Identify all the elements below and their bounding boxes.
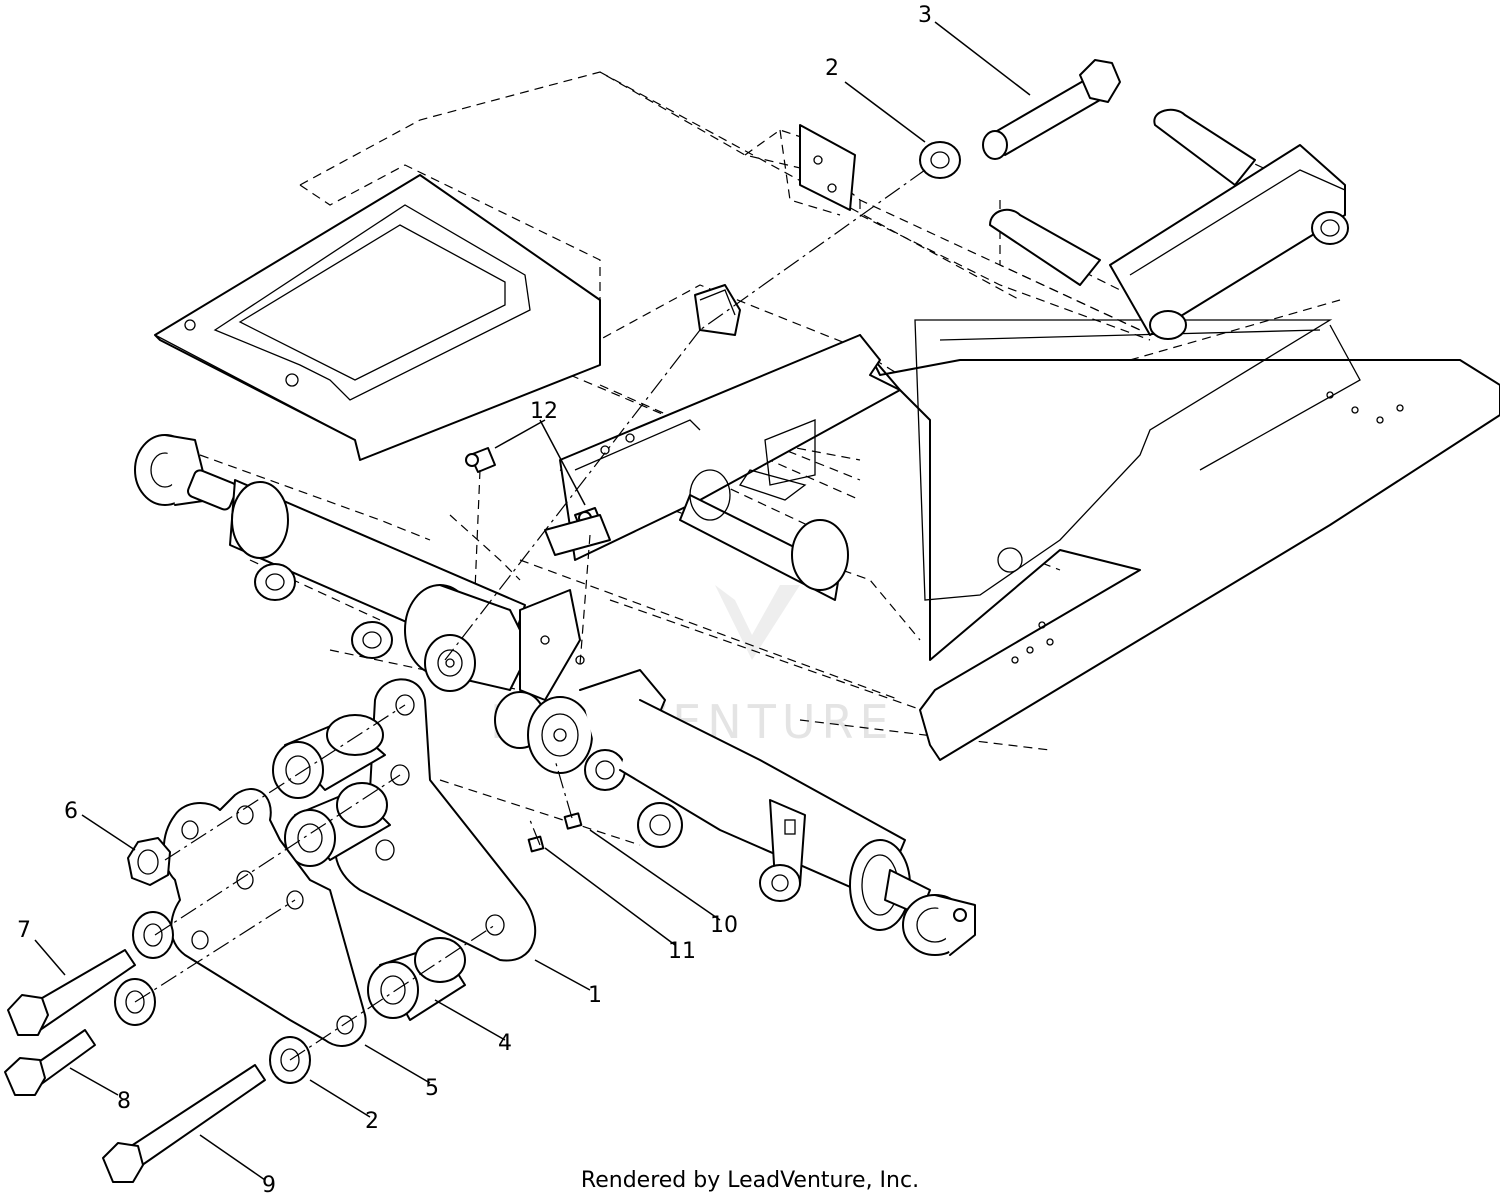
callout-2-upper: 2 bbox=[825, 56, 839, 81]
callout-4: 4 bbox=[498, 1031, 512, 1056]
assembly-centerlines bbox=[134, 169, 926, 1061]
inner-pivot-tube bbox=[679, 469, 849, 601]
callout-5: 5 bbox=[425, 1076, 439, 1101]
rubber-pad bbox=[694, 284, 741, 336]
lower-pivot-assembly bbox=[494, 669, 976, 956]
flange-nut bbox=[127, 837, 171, 886]
callout-8: 8 bbox=[117, 1089, 131, 1114]
spacer-tubes bbox=[272, 714, 466, 1021]
callout-7: 7 bbox=[17, 918, 31, 943]
callout-6: 6 bbox=[64, 799, 78, 824]
callout-12: 12 bbox=[530, 399, 558, 424]
callout-10: 10 bbox=[710, 913, 738, 938]
outer-link-plate bbox=[162, 788, 367, 1047]
rear-rail bbox=[989, 108, 1349, 340]
cross-channel bbox=[559, 334, 901, 561]
washers bbox=[114, 141, 961, 1084]
callout-11: 11 bbox=[668, 939, 696, 964]
callout-3: 3 bbox=[918, 3, 932, 28]
seat-deck-plate bbox=[154, 174, 601, 461]
grease-fittings bbox=[465, 447, 611, 556]
bolts bbox=[4, 59, 1121, 1183]
small-keys bbox=[527, 812, 583, 853]
a-frame-chassis bbox=[859, 319, 1500, 761]
pivot-bushing bbox=[404, 584, 585, 701]
leader-lines bbox=[34, 21, 1031, 1181]
footer-credit: Rendered by LeadVenture, Inc. bbox=[580, 1168, 920, 1193]
callout-2-lower: 2 bbox=[365, 1109, 379, 1134]
callout-labels: 3 2 12 6 7 10 11 1 4 5 8 2 9 bbox=[17, 3, 932, 1198]
callout-1: 1 bbox=[588, 983, 602, 1008]
callout-9: 9 bbox=[262, 1173, 276, 1198]
mount-bracket bbox=[799, 124, 856, 211]
